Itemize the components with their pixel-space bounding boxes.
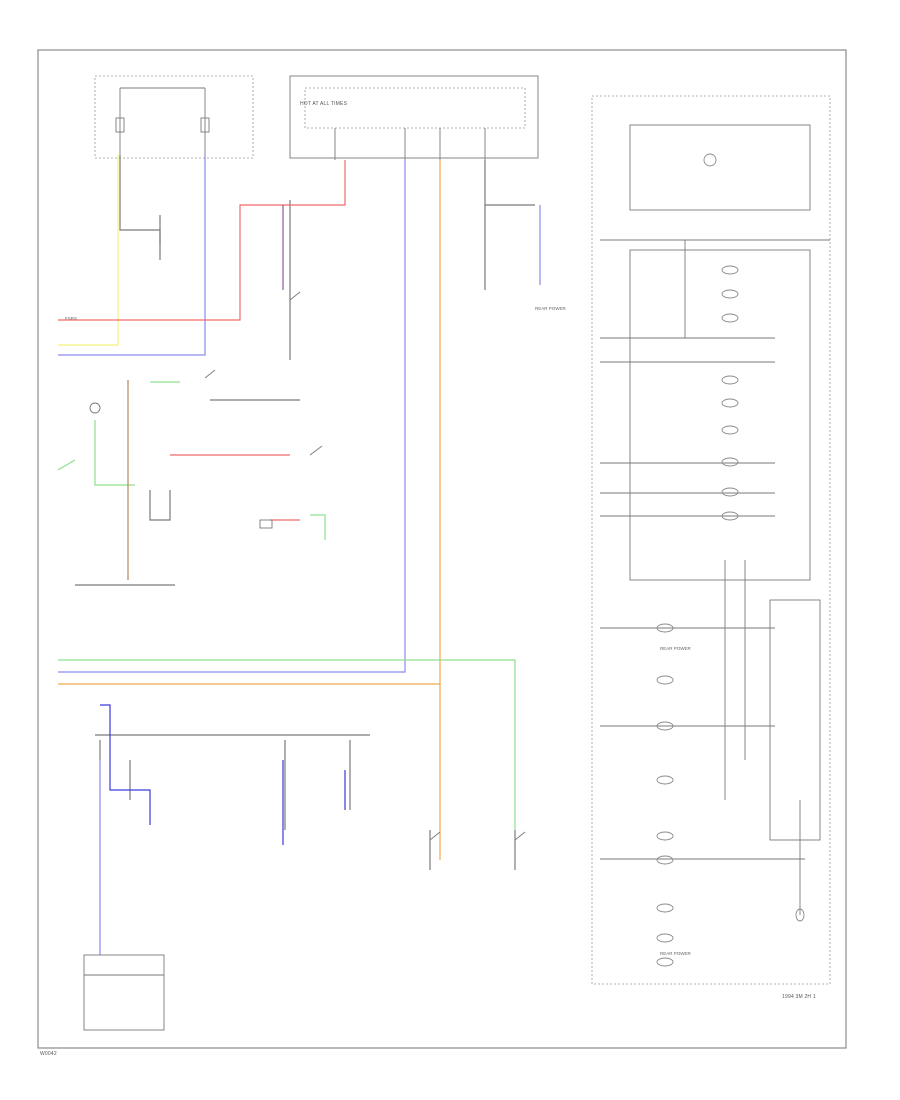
wire-orange xyxy=(58,160,441,860)
label-fsrs: FSRS xyxy=(65,316,77,321)
fuse-block-center xyxy=(289,75,539,160)
diagram-frame xyxy=(37,49,847,1049)
label-rear-power-a: REAR POWER xyxy=(535,306,567,311)
fuse-block-left xyxy=(94,75,254,159)
switches xyxy=(83,291,526,1031)
wire-red xyxy=(58,160,346,521)
label-hot-at-all-times: HOT AT ALL TIMES xyxy=(300,101,348,107)
wire-dark-blue xyxy=(99,704,346,955)
wire-yellow xyxy=(58,155,119,346)
wires-black xyxy=(75,155,535,870)
footer-right-code: 1994 3M 2H 1 xyxy=(782,994,816,1000)
wire-green xyxy=(57,381,516,830)
instrument-cluster xyxy=(591,95,831,985)
label-rear-power-b: REAR POWER xyxy=(660,646,692,651)
wire-blue xyxy=(58,155,541,673)
label-rear-power-c: REAR POWER xyxy=(660,951,692,956)
footer-left-code: W0042 xyxy=(40,1051,57,1057)
